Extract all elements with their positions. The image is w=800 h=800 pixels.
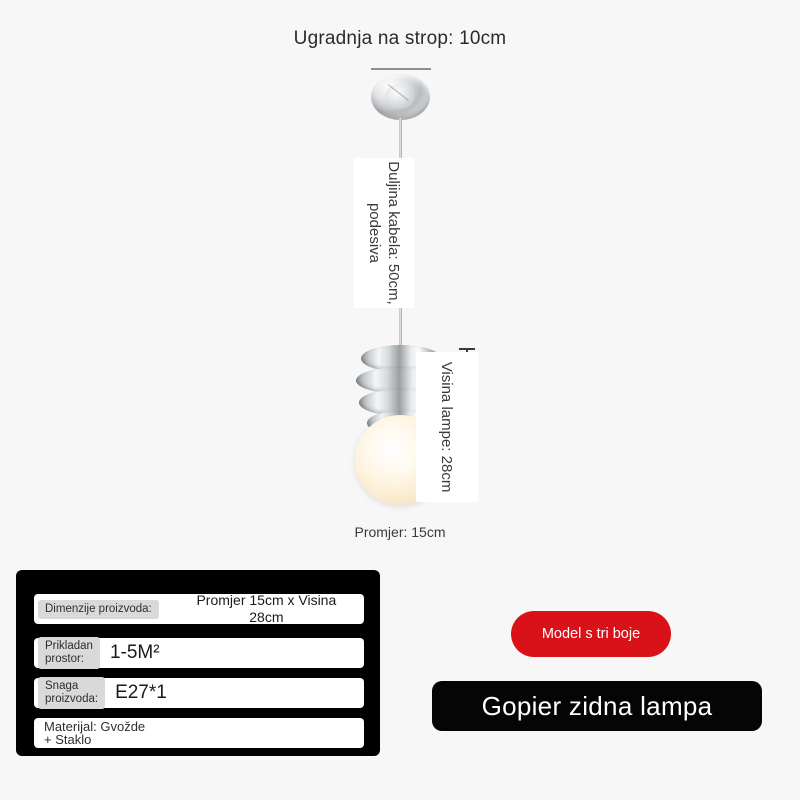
spec-key: Materijal: Gvožde + Staklo bbox=[44, 719, 146, 747]
spec-row: Dimenzije proizvoda: Promjer 15cm x Visi… bbox=[34, 592, 364, 625]
spec-value: 1-5M² bbox=[109, 642, 160, 663]
specification-panel: Dimenzije proizvoda: Promjer 15cm x Visi… bbox=[16, 570, 380, 756]
spec-value: E27*1 bbox=[115, 682, 167, 703]
ceiling-mount-caption: Ugradnja na strop: 10cm bbox=[293, 28, 507, 49]
cord-length-label: Duljina kabela: 50cm, podesiva bbox=[354, 158, 414, 308]
spec-value: Promjer 15cm x Visina 28cm bbox=[196, 592, 337, 625]
spec-row: Prikladan prostor: 1-5M² bbox=[34, 637, 364, 669]
spec-key: Snaga proizvoda: bbox=[38, 677, 106, 709]
three-color-model-badge: Model s tri boje bbox=[511, 611, 671, 657]
spec-row: Materijal: Gvožde + Staklo bbox=[34, 718, 364, 748]
spec-key: Prikladan prostor: bbox=[38, 637, 100, 669]
lamp-height-label: Visina lampe: 28cm bbox=[416, 352, 478, 502]
product-title-badge: Gopier zidna lampa bbox=[432, 681, 762, 731]
spec-row: Snaga proizvoda: E27*1 bbox=[34, 677, 364, 709]
spec-key: Dimenzije proizvoda: bbox=[38, 599, 159, 619]
ceiling-line bbox=[371, 68, 431, 70]
ceiling-plate-icon bbox=[371, 74, 430, 120]
height-bracket-tick-top bbox=[459, 348, 475, 350]
diameter-caption: Promjer: 15cm bbox=[354, 524, 446, 540]
